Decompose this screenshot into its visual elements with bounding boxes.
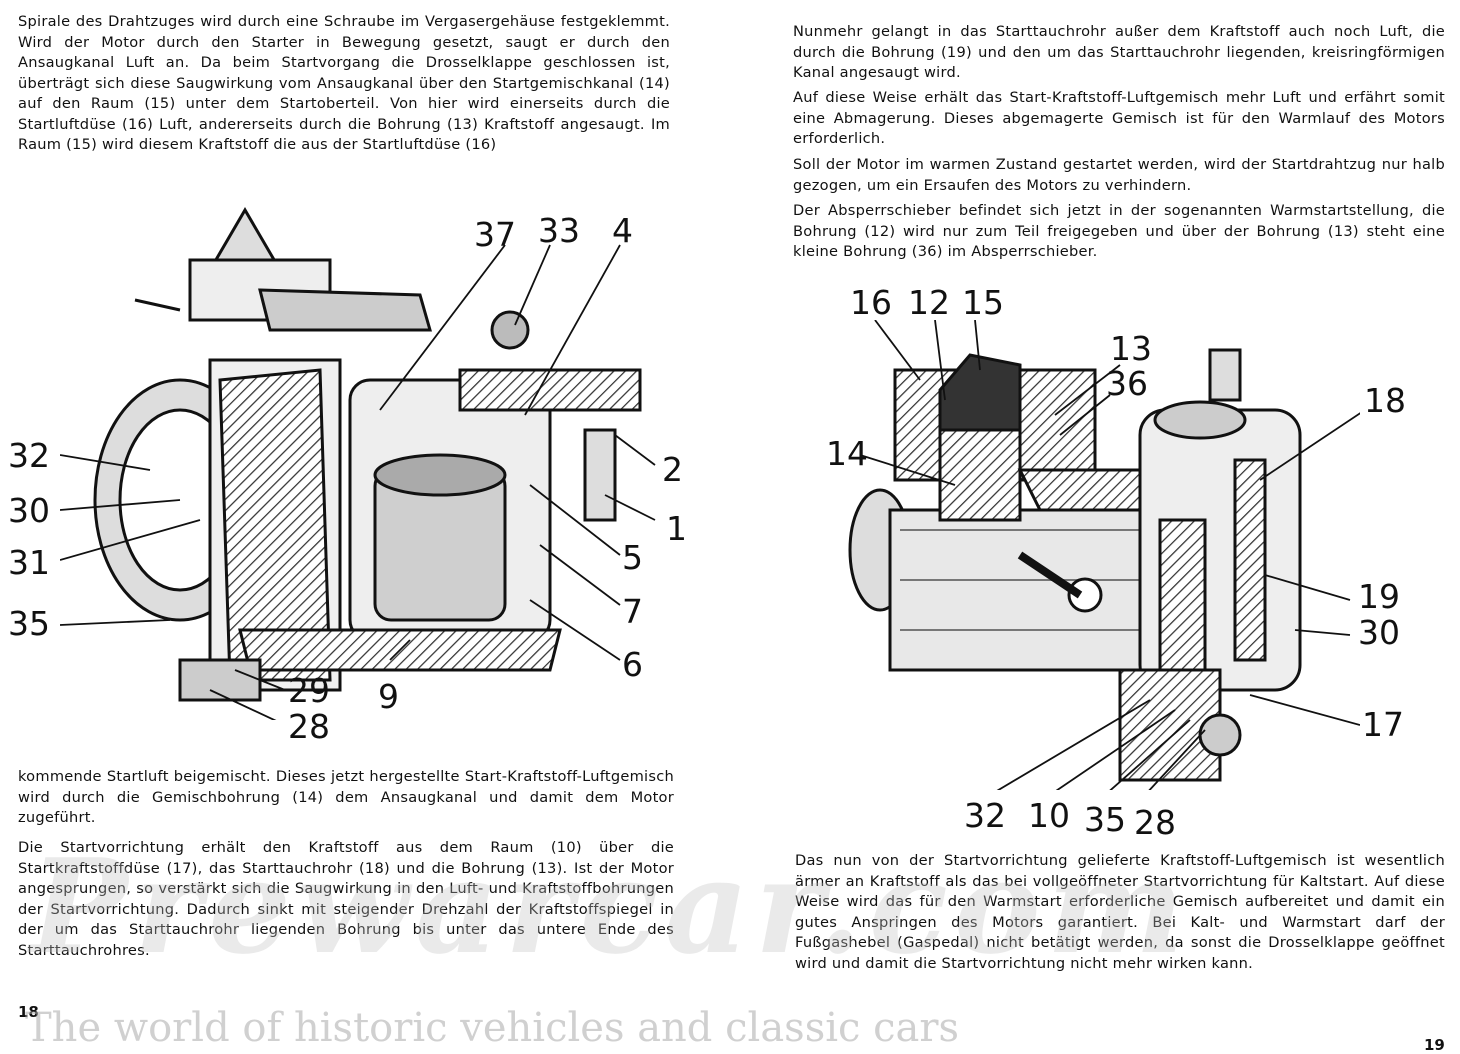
figure-label-29: 29 <box>288 671 330 710</box>
figure-label-28: 28 <box>288 707 330 746</box>
figure-label-35-right: 35 <box>1084 800 1126 839</box>
left-bottom-paragraph-1: kommende Startluft beigemischt. Dieses j… <box>18 768 674 826</box>
figure-label-30: 30 <box>8 491 50 530</box>
figure-label-10: 10 <box>1028 796 1070 835</box>
figure-label-28-right: 28 <box>1134 803 1176 842</box>
figure-label-6: 6 <box>622 645 643 684</box>
figure-label-12: 12 <box>908 283 950 322</box>
figure-label-14: 14 <box>826 434 868 473</box>
figure-label-7: 7 <box>622 592 643 631</box>
figure-label-16: 16 <box>850 283 892 322</box>
starter-device-cutaway-figure-right <box>848 320 1360 790</box>
right-bottom-paragraph: Das nun von der Startvorrichtung geliefe… <box>795 852 1445 972</box>
carburetor-cutaway-figure-left <box>60 207 656 720</box>
figure-label-30-right: 30 <box>1358 613 1400 652</box>
figure-label-1: 1 <box>666 509 687 548</box>
figure-label-2: 2 <box>662 450 683 489</box>
figure-label-17: 17 <box>1362 705 1404 744</box>
page-number-left: 18 <box>18 1003 39 1021</box>
page-number-right: 19 <box>1424 1036 1445 1054</box>
left-top-paragraph: Spirale des Drahtzuges wird durch eine S… <box>18 13 670 153</box>
figure-label-19: 19 <box>1358 577 1400 616</box>
right-top-paragraph-4: Der Absperrschieber befindet sich jetzt … <box>793 202 1445 260</box>
right-top-paragraph-2: Auf diese Weise erhält das Start-Kraftst… <box>793 89 1445 147</box>
figure-label-32: 32 <box>8 436 50 475</box>
right-top-paragraph-1: Nunmehr gelangt in das Starttauchrohr au… <box>793 23 1445 81</box>
right-top-paragraph-3: Soll der Motor im warmen Zustand gestart… <box>793 156 1445 194</box>
figure-label-31: 31 <box>8 543 50 582</box>
figure-label-37: 37 <box>474 215 516 254</box>
figure-label-18: 18 <box>1364 381 1406 420</box>
figure-label-35: 35 <box>8 604 50 643</box>
figure-label-4: 4 <box>612 211 633 250</box>
figure-label-9: 9 <box>378 677 399 716</box>
figure-label-5: 5 <box>622 538 643 577</box>
watermark-tagline: The world of historic vehicles and class… <box>25 1005 960 1051</box>
figure-label-33: 33 <box>538 211 580 250</box>
left-bottom-paragraph-2: Die Startvorrichtung erhält den Kraftsto… <box>18 839 674 959</box>
figure-label-13: 13 <box>1110 329 1152 368</box>
figure-label-15: 15 <box>962 283 1004 322</box>
figure-label-32-right: 32 <box>964 796 1006 835</box>
figure-label-36: 36 <box>1106 364 1148 403</box>
